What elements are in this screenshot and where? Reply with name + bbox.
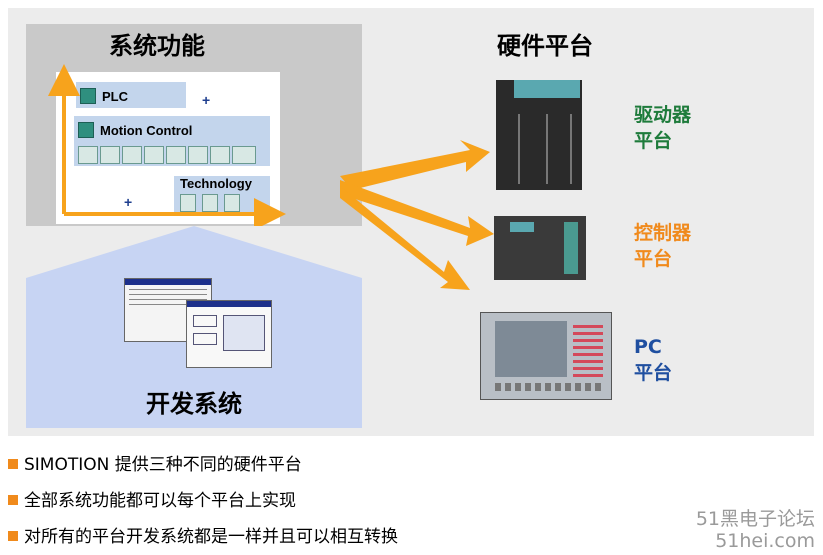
- drive-label-line2: 平台: [634, 130, 673, 152]
- function-diagram: PLC + Motion Control + Technology: [56, 72, 280, 224]
- controller-platform-label: 控制器 平台: [634, 220, 691, 272]
- plus-sign: +: [124, 194, 133, 210]
- bullet-item: SIMOTION 提供三种不同的硬件平台: [8, 450, 302, 475]
- pc-label-line1: PC: [634, 336, 662, 358]
- motion-thumb-icon: [78, 146, 98, 164]
- bullet-square-icon: [8, 459, 18, 469]
- controller-label-line1: 控制器: [634, 222, 692, 244]
- controller-label-line2: 平台: [634, 248, 673, 270]
- watermark-line1: 51黑电子论坛: [695, 508, 815, 530]
- bullet-text: 对所有的平台开发系统都是一样并且可以相互转换: [24, 527, 398, 547]
- system-functions-title: 系统功能: [109, 32, 205, 60]
- plc-icon: [80, 88, 96, 104]
- plus-sign: +: [202, 92, 211, 108]
- software-window-image: [186, 300, 272, 368]
- bullet-item: 对所有的平台开发系统都是一样并且可以相互转换: [8, 522, 398, 547]
- technology-label: Technology: [180, 176, 252, 191]
- arrow-to-drive: [340, 140, 490, 190]
- technology-thumb-icon: [202, 194, 218, 212]
- bullet-item: 全部系统功能都可以每个平台上实现: [8, 486, 296, 511]
- motion-thumb-icon: [100, 146, 120, 164]
- bullet-text: 全部系统功能都可以每个平台上实现: [24, 491, 296, 511]
- plc-label: PLC: [102, 89, 128, 104]
- development-title: 开发系统: [146, 390, 242, 418]
- bullet-square-icon: [8, 531, 18, 541]
- pc-panel-image: [480, 312, 612, 400]
- hardware-title: 硬件平台: [497, 32, 593, 60]
- motion-thumb-icon: [122, 146, 142, 164]
- drive-platform-label: 驱动器 平台: [634, 102, 691, 154]
- motion-control-icon: [78, 122, 94, 138]
- motion-control-label: Motion Control: [100, 123, 193, 138]
- controller-device-image: [494, 216, 586, 280]
- motion-thumb-icon: [232, 146, 256, 164]
- technology-thumb-icon: [180, 194, 196, 212]
- motion-thumb-icon: [210, 146, 230, 164]
- bullet-square-icon: [8, 495, 18, 505]
- pc-platform-label: PC 平台: [634, 334, 672, 386]
- arrow-to-controller: [340, 180, 494, 246]
- arrow-to-pc: [340, 186, 470, 290]
- motion-thumb-icon: [144, 146, 164, 164]
- drive-device-image: [496, 80, 582, 190]
- motion-thumb-icon: [166, 146, 186, 164]
- drive-label-line1: 驱动器: [634, 104, 692, 126]
- pc-label-line2: 平台: [634, 362, 673, 384]
- development-panel-top: [26, 226, 362, 278]
- watermark-line2: 51hei.com: [715, 530, 815, 552]
- motion-thumb-icon: [188, 146, 208, 164]
- bullet-text: SIMOTION 提供三种不同的硬件平台: [24, 455, 302, 475]
- technology-thumb-icon: [224, 194, 240, 212]
